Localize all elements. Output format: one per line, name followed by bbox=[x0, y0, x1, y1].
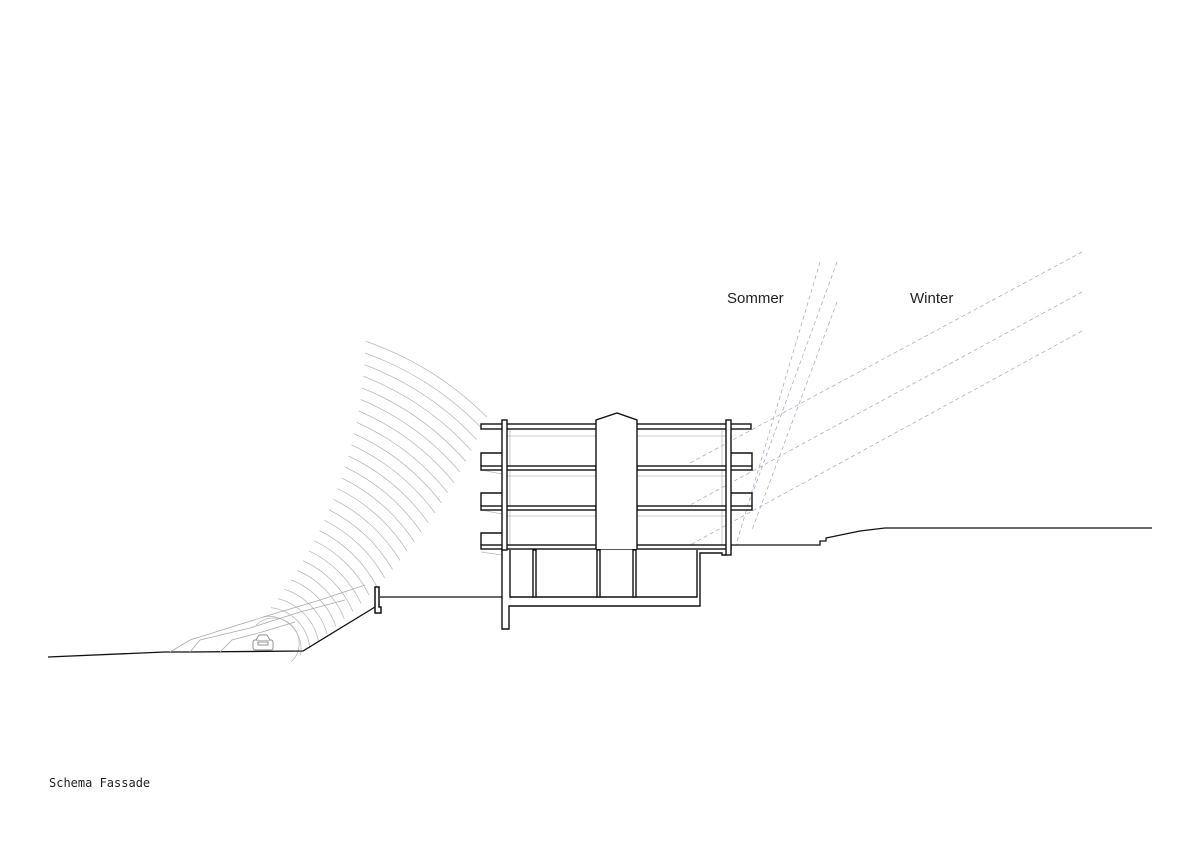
noise-arc bbox=[308, 550, 362, 604]
summer-ray-3 bbox=[751, 301, 838, 531]
noise-arc bbox=[365, 340, 488, 418]
retaining-wall bbox=[374, 586, 382, 614]
caption: Schema Fassade bbox=[49, 776, 151, 790]
summer-ray-1 bbox=[735, 261, 821, 546]
winter-ray-3 bbox=[689, 330, 1083, 546]
winter-ray-2 bbox=[689, 291, 1083, 506]
building bbox=[480, 412, 753, 630]
noise-arc bbox=[351, 444, 436, 514]
noise-arc bbox=[364, 364, 477, 440]
core bbox=[595, 412, 638, 549]
summer-label: Sommer bbox=[727, 290, 784, 307]
floor-slab bbox=[636, 465, 753, 471]
noise-arc bbox=[363, 376, 472, 451]
winter-label: Winter bbox=[910, 290, 954, 307]
basement bbox=[501, 549, 726, 630]
noise-arc bbox=[333, 499, 401, 561]
noise-arc bbox=[284, 588, 328, 635]
noise-arc bbox=[319, 530, 378, 587]
noise-arc bbox=[345, 466, 422, 533]
basement-post bbox=[632, 549, 637, 598]
noise-arc bbox=[329, 509, 393, 570]
noise-arc bbox=[303, 560, 354, 612]
right-column bbox=[725, 419, 732, 556]
terrain-contours bbox=[169, 584, 366, 653]
noise-arc bbox=[358, 410, 455, 483]
noise-arc bbox=[297, 570, 345, 620]
noise-arc bbox=[337, 488, 408, 552]
ground-right bbox=[731, 527, 1152, 546]
floor-slab bbox=[480, 465, 597, 471]
winter-ray-1 bbox=[689, 251, 1083, 464]
ground-left bbox=[47, 606, 376, 658]
noise-arc bbox=[356, 422, 449, 494]
noise-arcs bbox=[255, 340, 488, 662]
noise-arc bbox=[324, 519, 386, 579]
noise-arc bbox=[290, 579, 337, 627]
floor-slab bbox=[636, 505, 753, 511]
noise-arc bbox=[354, 433, 442, 504]
noise-arc bbox=[314, 540, 370, 596]
noise-arc bbox=[362, 387, 467, 462]
noise-arc bbox=[360, 399, 461, 473]
noise-arc bbox=[263, 615, 302, 656]
noise-arc bbox=[277, 598, 319, 642]
summer-ray-2 bbox=[749, 261, 838, 501]
floor-slab bbox=[480, 505, 597, 511]
noise-arc bbox=[270, 607, 310, 649]
noise-arc bbox=[348, 455, 429, 524]
left-column bbox=[501, 419, 508, 551]
noise-arc bbox=[365, 352, 483, 429]
noise-arc bbox=[255, 617, 300, 662]
car-icon bbox=[252, 634, 274, 651]
basement-post bbox=[532, 549, 537, 598]
basement-post bbox=[596, 549, 601, 598]
sun-lines bbox=[689, 251, 1083, 546]
noise-arc bbox=[341, 477, 415, 543]
